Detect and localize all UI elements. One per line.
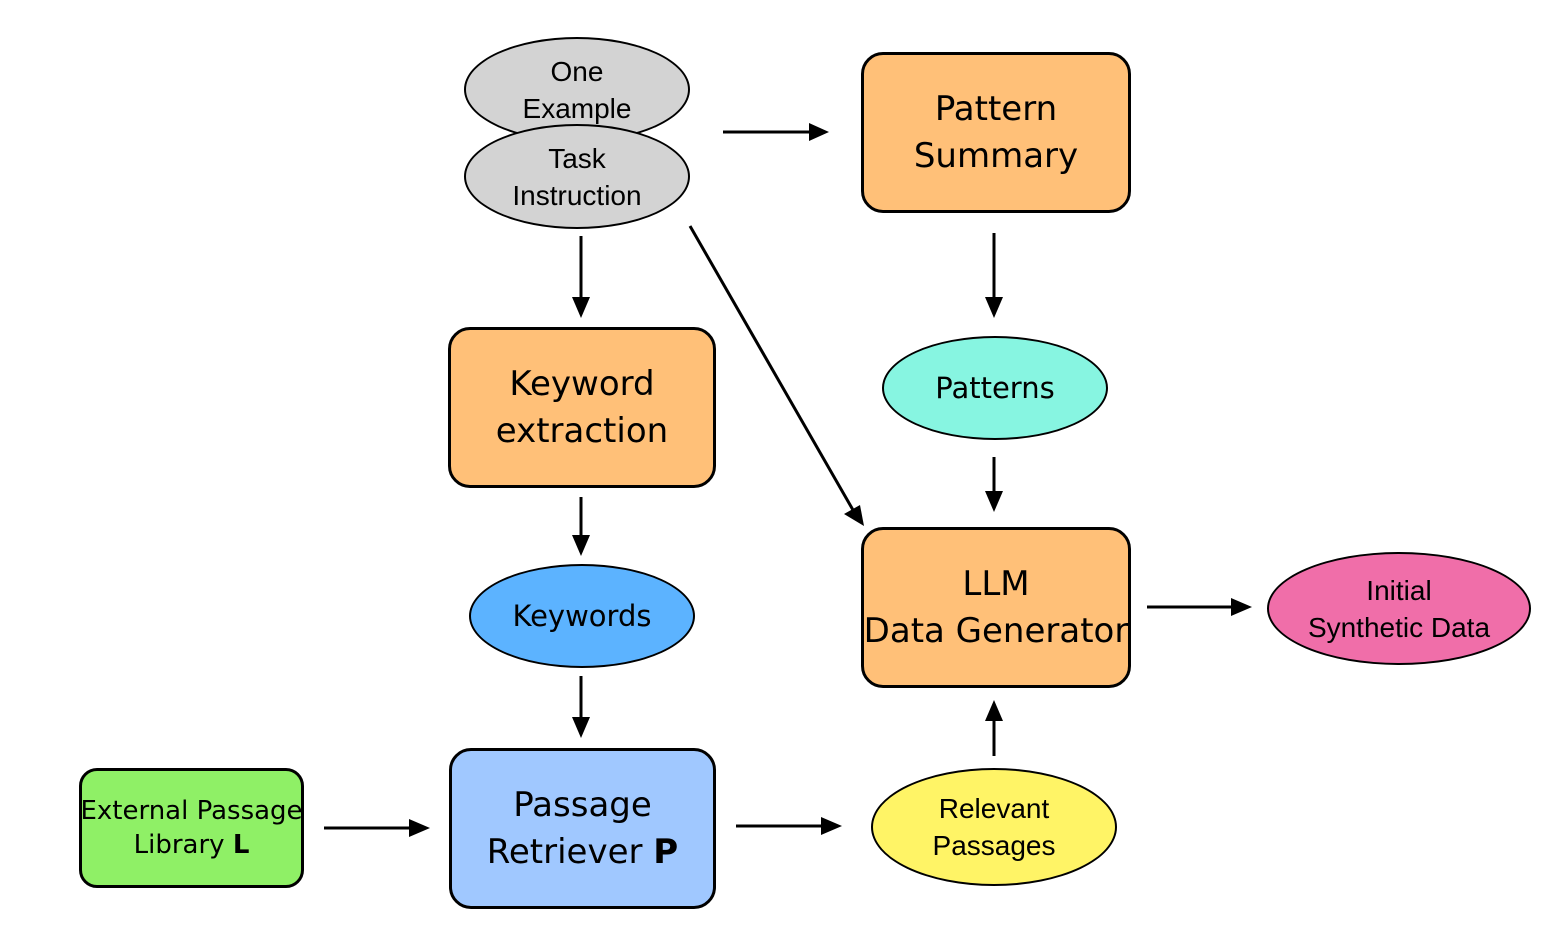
relevant-passages-line-1: Relevant <box>938 793 1050 824</box>
llm-data-generator-line-2: Data Generator <box>863 610 1129 651</box>
task-instruction-line-1: Task <box>548 142 606 174</box>
task-instruction-node: Task Instruction <box>464 124 690 229</box>
task-instruction-line-2: Instruction <box>512 179 642 211</box>
arrowhead-pattern-summary <box>809 123 829 141</box>
external-library-line-2-text: Library <box>133 830 233 860</box>
arrowhead-initial-data <box>1231 598 1252 616</box>
pattern-summary-line-2: Summary <box>913 135 1079 176</box>
initial-synthetic-data-line-2: Synthetic Data <box>1307 611 1491 643</box>
external-library-line-1: External Passage <box>80 796 303 826</box>
external-library-line-2: Library L <box>80 828 302 862</box>
relevant-passages-line-2: Passages <box>932 830 1056 861</box>
edge-task-to-llm-generator <box>688 225 855 511</box>
initial-synthetic-data-line-1: Initial <box>1366 574 1432 606</box>
patterns-label: Patterns <box>935 370 1055 405</box>
llm-data-generator-line-1: LLM <box>962 563 1030 604</box>
keyword-extraction-node: Keyword extraction <box>448 327 716 488</box>
external-passage-library-node: External Passage Library L <box>79 768 304 888</box>
passage-retriever-node: Passage Retriever P <box>449 748 716 909</box>
relevant-passages-node: Relevant Passages <box>871 768 1117 886</box>
library-symbol-l: L <box>232 830 250 860</box>
arrowhead-keyword-extraction <box>572 297 590 318</box>
patterns-node: Patterns <box>882 336 1108 440</box>
one-example-node: One Example <box>464 37 690 142</box>
passage-retriever-line-1: Passage <box>513 784 652 825</box>
pattern-summary-node: Pattern Summary <box>861 52 1131 213</box>
one-example-line-2: Example <box>522 92 632 124</box>
arrowhead-llm-generator-from-patterns <box>985 491 1003 512</box>
arrowhead-retriever-from-library <box>409 819 430 837</box>
arrowhead-relevant-passages <box>821 817 842 835</box>
keyword-extraction-line-2: extraction <box>495 410 669 451</box>
arrowhead-patterns <box>985 297 1003 318</box>
initial-synthetic-data-node: Initial Synthetic Data <box>1267 552 1531 665</box>
keywords-node: Keywords <box>469 564 695 668</box>
passage-retriever-line-2-text: Retriever <box>486 831 654 872</box>
keywords-label: Keywords <box>512 598 652 633</box>
keyword-extraction-line-1: Keyword <box>509 363 655 404</box>
retriever-symbol-p: P <box>653 831 679 872</box>
arrowhead-keywords <box>572 535 590 556</box>
pattern-summary-line-1: Pattern <box>934 88 1058 129</box>
passage-retriever-line-2: Retriever P <box>487 829 678 876</box>
arrowhead-retriever-from-keywords <box>572 717 590 738</box>
llm-data-generator-node: LLM Data Generator <box>861 527 1131 688</box>
one-example-line-1: One <box>550 55 604 87</box>
arrowhead-llm-generator-from-passages <box>985 700 1003 721</box>
arrowhead-llm-generator-diagonal <box>844 505 864 526</box>
